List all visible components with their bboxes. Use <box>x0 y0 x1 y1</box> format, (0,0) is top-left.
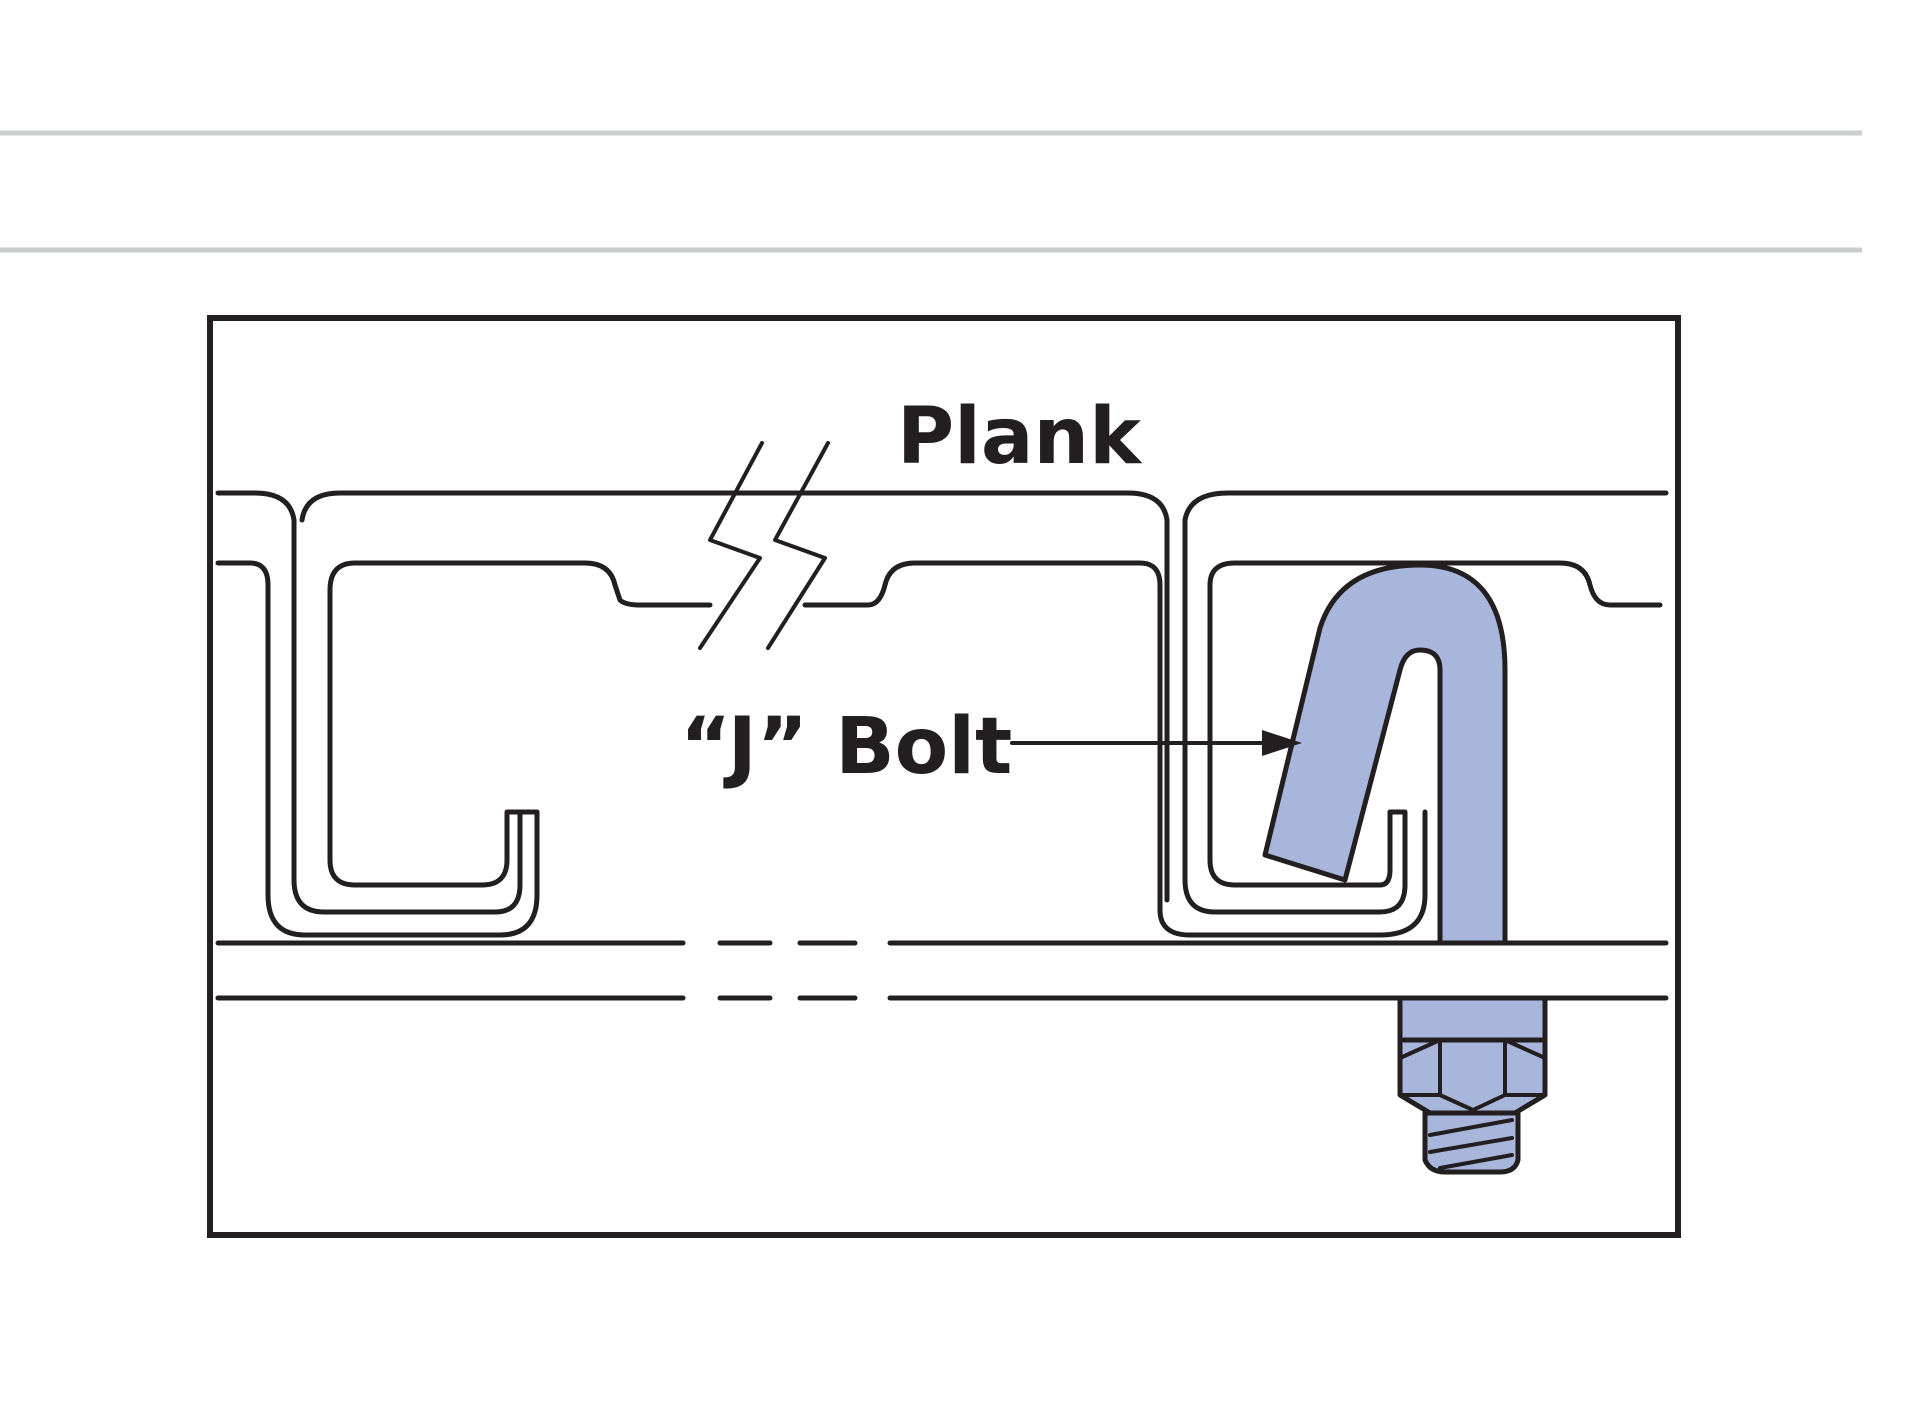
plank-label: Plank <box>897 392 1143 482</box>
plank-right-channel-inner-wall <box>1207 582 1393 888</box>
plank-right-channel <box>1182 517 1408 915</box>
plank-mid-inner-line <box>802 560 1428 938</box>
plank-left-channel-outer <box>291 517 523 915</box>
j-bolt-nut-face <box>1398 1038 1547 1112</box>
j-bolt-nut <box>1397 1037 1548 1116</box>
diagram-frame <box>207 315 1681 1238</box>
j-bolt-label: “J” Bolt <box>680 702 1012 792</box>
plank-left-channel <box>327 560 713 888</box>
j-bolt-threaded-end <box>1397 995 1548 1043</box>
j-bolt-leader <box>1010 730 1302 756</box>
j-bolt-shank <box>1262 562 1508 946</box>
j-bolt-leader-arrowhead <box>1262 730 1302 756</box>
plank-right-channel-inner <box>1207 560 1663 608</box>
j-bolt-thread-lines <box>1428 1118 1514 1170</box>
j-bolt <box>1262 562 1548 1175</box>
plank-assembly <box>215 441 1669 1001</box>
break-line-right <box>766 441 830 650</box>
plank-top-outer-line <box>215 490 297 523</box>
plank-top-outer-line-3 <box>1182 490 1669 523</box>
break-line-left <box>698 441 764 650</box>
plank-top-inner-line <box>215 560 540 938</box>
